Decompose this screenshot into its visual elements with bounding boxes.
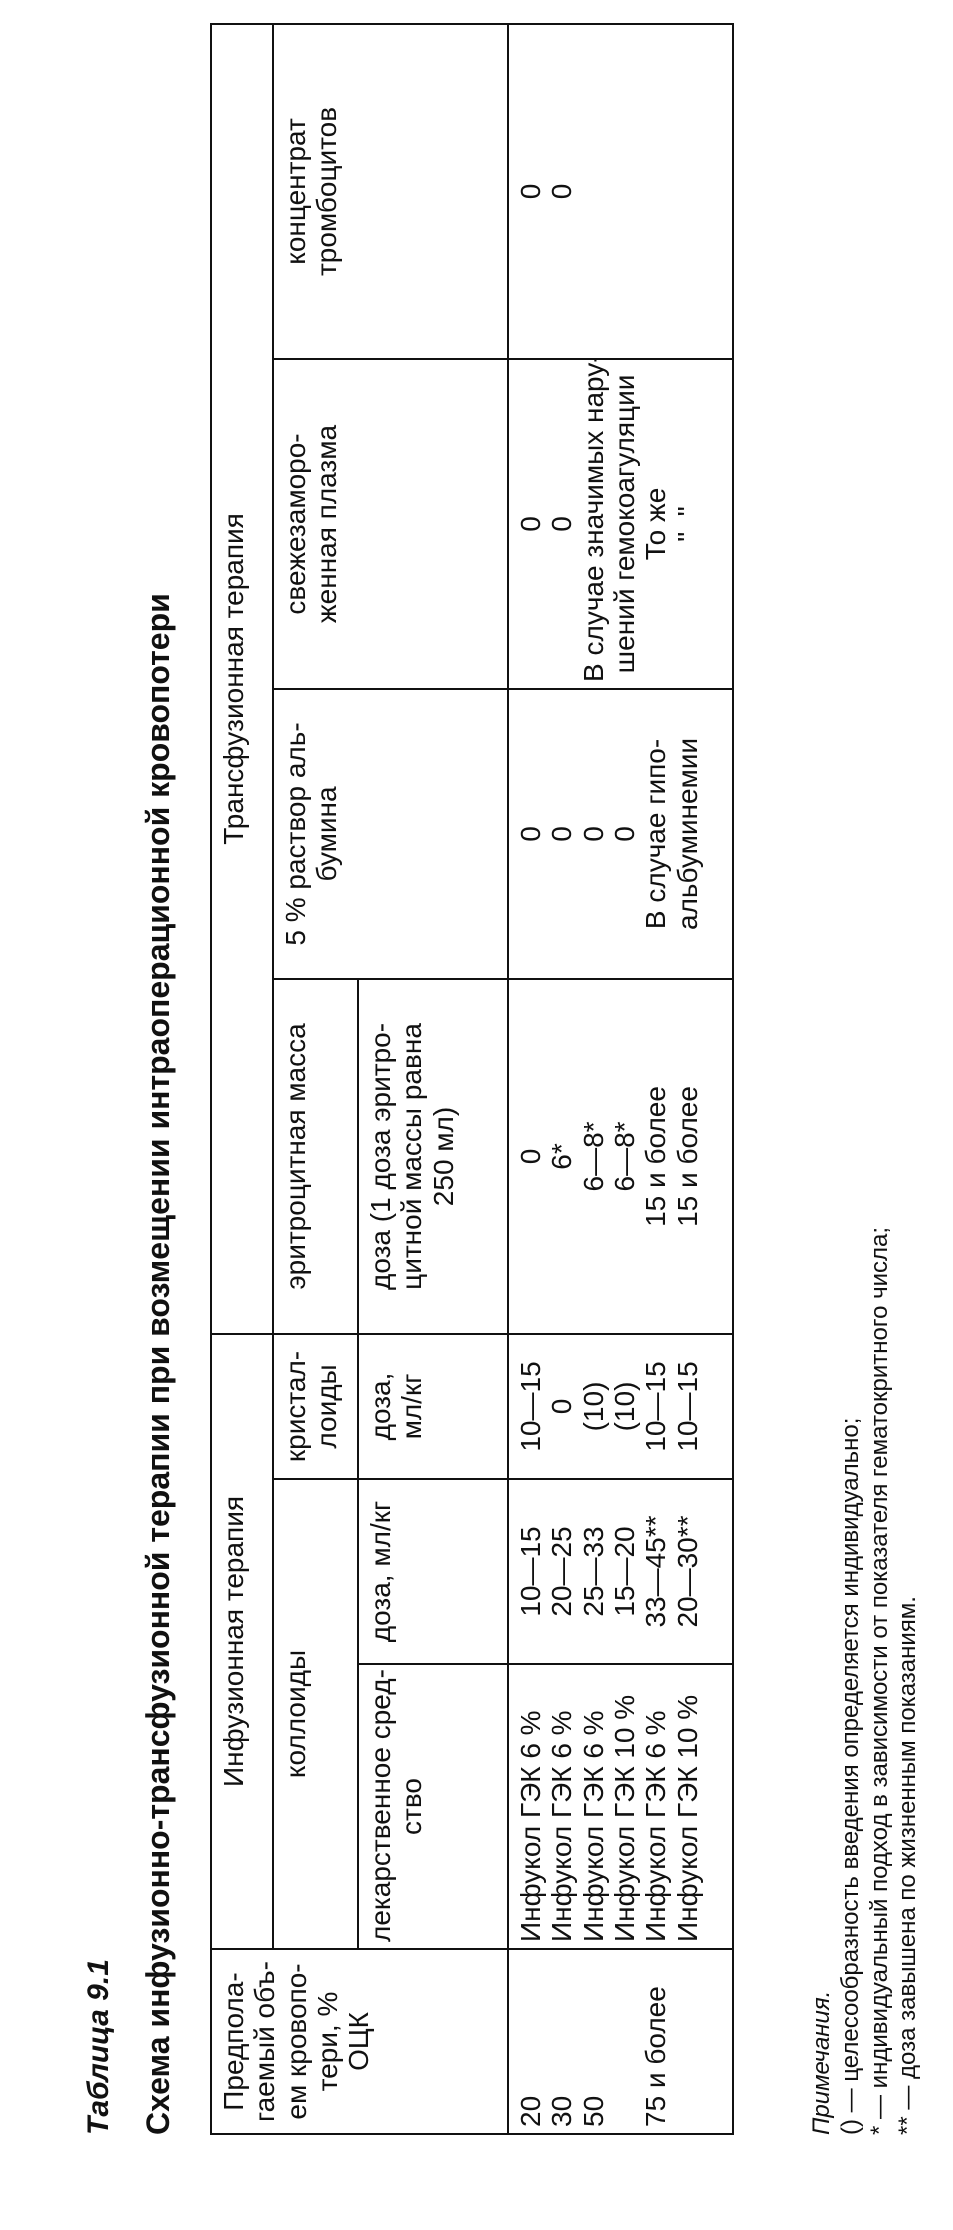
- cell-line: В случае гипо-: [640, 738, 672, 930]
- header-cryst-dose: доза,мл/кг: [358, 1333, 508, 1479]
- cell-line: 30: [546, 2095, 578, 2127]
- therapy-table: Предпола-гаемый объ-ем кровопо-тери, %ОЦ…: [210, 23, 734, 2135]
- cell-line: шений гемокоагуляции: [609, 374, 641, 674]
- cell-line: Инфукол ГЭК 6 %: [546, 1710, 578, 1942]
- header-crystalloids: кристал-лоиды: [273, 1333, 358, 1479]
- cell-line: 10—15: [515, 1526, 546, 1617]
- header-transfusion: Трансфузионная терапия: [211, 23, 273, 1334]
- cell-line: 20: [515, 2095, 546, 2127]
- cell-line: 10—15: [671, 1361, 703, 1452]
- header-colloids: коллоиды: [273, 1479, 358, 1949]
- cell-line: гаемый объ-: [249, 1960, 281, 2123]
- header-colloid-dose: доза, мл/кг: [358, 1479, 508, 1664]
- table-label: Таблица 9.1: [82, 1959, 115, 2135]
- header-volume: Предпола-гаемый объ-ем кровопо-тери, %ОЦ…: [211, 1949, 508, 2134]
- cell-line: свежезаморо-: [280, 433, 311, 615]
- cell-line: 0: [515, 1148, 546, 1165]
- cell-line: 15—20: [609, 1526, 641, 1617]
- cell-line: Предпола-: [218, 1972, 249, 2111]
- cell-line: 6*: [546, 1143, 578, 1170]
- note-line: ** — доза завышена по жизненным показани…: [894, 1596, 922, 2135]
- cell-line: Инфукол ГЭК 10 %: [671, 1694, 703, 1942]
- cell-line: лекарственное сред-: [365, 1669, 396, 1942]
- cell-line: 20—25: [546, 1526, 578, 1617]
- cell-line: 0: [546, 826, 578, 842]
- cell-line: [609, 1956, 640, 2127]
- cell-line: 25—33: [577, 1526, 609, 1617]
- cell-line: 0: [515, 516, 546, 532]
- cell-line: В случае значимых нару-: [577, 358, 609, 682]
- cell-line: 50: [577, 2095, 609, 2127]
- cell-line: женная плазма: [311, 424, 343, 624]
- note-line: * — индивидуальный подход в зависимости …: [865, 1226, 893, 2135]
- header-plasma: свежезаморо-женная плазма: [273, 358, 508, 689]
- cell-line: альбуминемии: [671, 737, 703, 930]
- cell-drug: Инфукол ГЭК 6 %Инфукол ГЭК 6 %Инфукол ГЭ…: [508, 1664, 733, 1949]
- header-erythro: эритроцитная масса: [273, 978, 358, 1334]
- cell-line: 0: [609, 826, 641, 842]
- cell-line: Инфукол ГЭК 10 %: [609, 1694, 641, 1942]
- cell-line: тери, %: [312, 1991, 344, 2092]
- cell-line: бумина: [311, 786, 343, 882]
- cell-line: Инфукол ГЭК 6 %: [515, 1710, 546, 1942]
- table-title: Схема инфузионно-трансфузионной терапии …: [140, 593, 176, 2135]
- notes: Примечания. () — целесообразность введен…: [808, 1227, 923, 2135]
- notes-title: Примечания.: [808, 1990, 835, 2135]
- header-albumin: 5 % раствор аль-бумина: [273, 688, 508, 979]
- cell-line: ем кровопо-: [280, 1963, 312, 2120]
- cell-line: тромбоцитов: [311, 106, 343, 277]
- cell-line: 0: [515, 826, 546, 842]
- cell-line: 0: [577, 826, 609, 842]
- cell-line: концентрат: [280, 118, 311, 265]
- cell-line: 6—8*: [577, 1121, 609, 1192]
- cell-line: Инфукол ГЭК 6 %: [577, 1710, 609, 1942]
- cell-line: 0: [546, 516, 578, 532]
- cell-line: (10): [577, 1381, 609, 1432]
- cell-line: 0: [546, 183, 578, 200]
- cell-line: 5 % раствор аль-: [280, 722, 311, 946]
- cell-line: 10—15: [515, 1361, 546, 1452]
- header-infusion: Инфузионная терапия: [211, 1333, 273, 1949]
- cell-line: 20—30**: [671, 1515, 703, 1628]
- cell-line: 15 и более: [640, 1086, 672, 1227]
- cell-line: 75 и более: [640, 1986, 672, 2127]
- cell-line: доза (1 доза эритро-: [365, 1022, 396, 1290]
- cell-line: мл/кг: [396, 1373, 428, 1440]
- cell-line: ОЦК: [343, 2012, 375, 2071]
- cell-line: цитной массы равна: [396, 1023, 428, 1290]
- header-drug: лекарственное сред-ство: [358, 1664, 508, 1949]
- cell-line: лоиды: [311, 1364, 343, 1449]
- cell-line: доза,: [365, 1372, 396, 1441]
- cell-line: " ": [671, 506, 703, 542]
- cell-line: 0: [515, 183, 546, 200]
- cell-line: кристал-: [280, 1350, 311, 1463]
- cell-line: ство: [396, 1778, 428, 1835]
- cell-line: 250 мл): [427, 1106, 459, 1207]
- note-line: () — целесообразность введения определяе…: [836, 1417, 864, 2135]
- cell-line: 6—8*: [609, 1121, 641, 1192]
- cell-line: (10): [609, 1381, 641, 1432]
- cell-line: 33—45**: [640, 1515, 672, 1628]
- cell-line: 0: [546, 1398, 578, 1415]
- cell-line: 15 и более: [671, 1086, 703, 1227]
- cell-line: Инфукол ГЭК 6 %: [640, 1710, 672, 1942]
- cell-line: То же: [640, 487, 672, 561]
- cell-line: 10—15: [640, 1361, 672, 1452]
